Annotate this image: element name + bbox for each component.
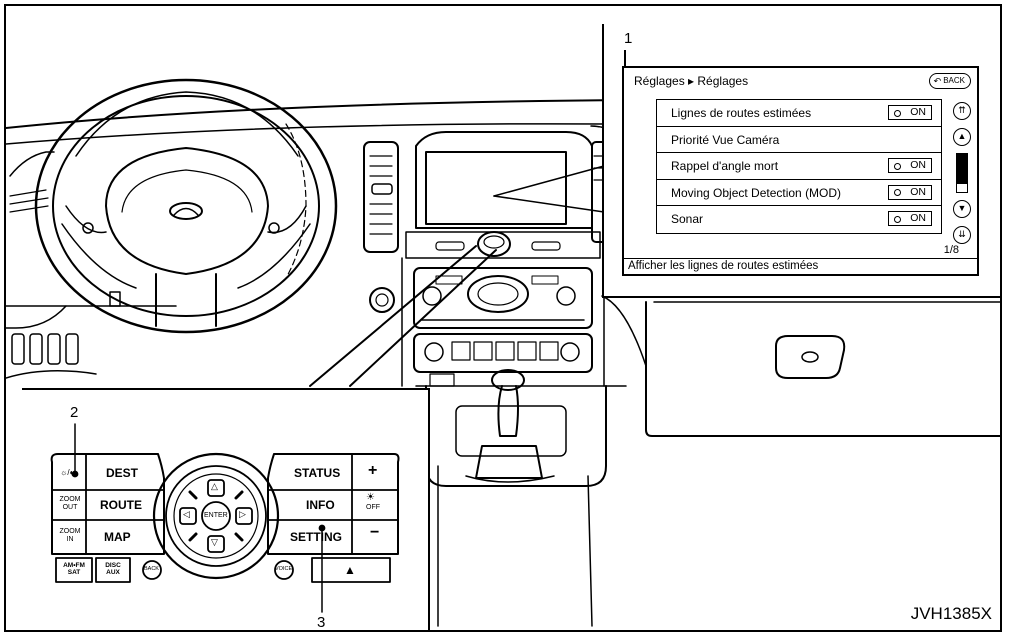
enter-button[interactable]: ENTER [204,512,228,519]
on-toggle[interactable]: ON [888,105,932,120]
toggle-label: ON [910,212,926,224]
voice-button[interactable]: VOICE [275,566,293,572]
status-button[interactable]: STATUS [294,466,341,480]
list-item[interactable]: Priorité Vue Caméra [657,127,941,153]
glovebox-handle [775,335,846,379]
setting-button[interactable]: SETTING [290,530,343,544]
center-display [405,131,601,259]
volume-up-button[interactable]: + [368,462,378,479]
scrollbar[interactable] [956,153,968,193]
info-button[interactable]: INFO [306,498,335,512]
radio-button[interactable]: AM•FM SAT [63,562,85,576]
steering-wheel [34,78,338,334]
scroll-up-icon[interactable]: ▲ [953,128,971,146]
indicator-icon [894,109,901,117]
back-label: BACK [943,76,965,85]
callout-2: 2 [70,404,79,421]
status-bar: Afficher les lignes de routes estimées [624,258,977,274]
callout-3: 3 [317,614,326,631]
day-night-button[interactable]: ☼/◐ [60,468,75,477]
volume-down-button[interactable]: − [370,524,380,541]
zoom-in-button[interactable]: ZOOM IN [59,528,81,543]
on-toggle[interactable]: ON [888,211,932,226]
list-item-label: Rappel d'angle mort [671,159,779,173]
brightness-off-button[interactable]: OFF [366,504,380,511]
list-item-label: Moving Object Detection (MOD) [671,185,842,200]
list-item-label: Sonar [671,212,704,226]
figure-frame: 1 Réglages ▸ Réglages ↶ BACK Lignes de r… [4,4,1002,632]
brightness-icon: ☀ [366,492,375,503]
back-button[interactable]: ↶ BACK [928,73,971,89]
control-knob [477,231,511,257]
list-item[interactable]: Moving Object Detection (MOD) ON [657,180,941,206]
indicator-icon [894,189,901,196]
toggle-label: ON [910,185,926,198]
nav-screen-inset: 1 Réglages ▸ Réglages ↶ BACK Lignes de r… [602,24,1000,298]
on-toggle[interactable]: ON [888,158,932,173]
list-item[interactable]: Sonar ON [657,206,941,233]
logo-emblem [169,202,203,220]
settings-list: Lignes de routes estimées ON Priorité Vu… [656,99,942,234]
scrollbar-thumb[interactable] [957,154,967,184]
map-button[interactable]: MAP [104,530,131,544]
control-panel-inset: 2 3 [22,388,430,631]
page-down-icon[interactable]: ⇊ [953,226,971,244]
eject-icon[interactable]: ▲ [344,563,356,577]
arrow-right-icon[interactable]: ▷ [239,509,246,519]
gear-shifter [425,369,607,627]
list-item-label: Lignes de routes estimées [671,106,812,120]
settings-screen: Réglages ▸ Réglages ↶ BACK Lignes de rou… [622,66,979,276]
control-panel-drawing [50,423,400,613]
page-indicator: 1/8 [943,244,959,256]
on-toggle[interactable]: ON [888,184,932,200]
arrow-down-icon[interactable]: ▽ [211,537,218,547]
disc-aux-button[interactable]: DISC AUX [105,562,121,576]
back-arrow-icon: ↶ [933,76,942,86]
scroll-down-icon[interactable]: ▼ [953,200,971,218]
dest-button[interactable]: DEST [106,466,139,480]
center-vent-left [363,141,399,253]
figure-code: JVH1385X [910,604,992,623]
toggle-label: ON [910,159,926,171]
callout-1: 1 [624,30,633,47]
vent-slot [11,333,25,365]
toggle-label: ON [910,106,926,118]
list-item-label: Priorité Vue Caméra [671,132,780,147]
climate-unit [413,333,593,387]
screen-title: Réglages ▸ Réglages [634,74,749,88]
page-up-icon[interactable]: ⇈ [953,102,971,120]
list-item[interactable]: Lignes de routes estimées ON [657,100,941,127]
arrow-left-icon[interactable]: ◁ [183,509,190,519]
route-button[interactable]: ROUTE [100,498,142,512]
indicator-icon [894,215,901,223]
back-hard-button[interactable]: BACK [144,566,159,572]
dashboard-illustration [6,78,1000,627]
arrow-up-icon[interactable]: △ [211,481,218,491]
indicator-icon [894,162,901,170]
list-item[interactable]: Rappel d'angle mort ON [657,153,941,180]
zoom-out-button[interactable]: ZOOM OUT [59,496,81,511]
